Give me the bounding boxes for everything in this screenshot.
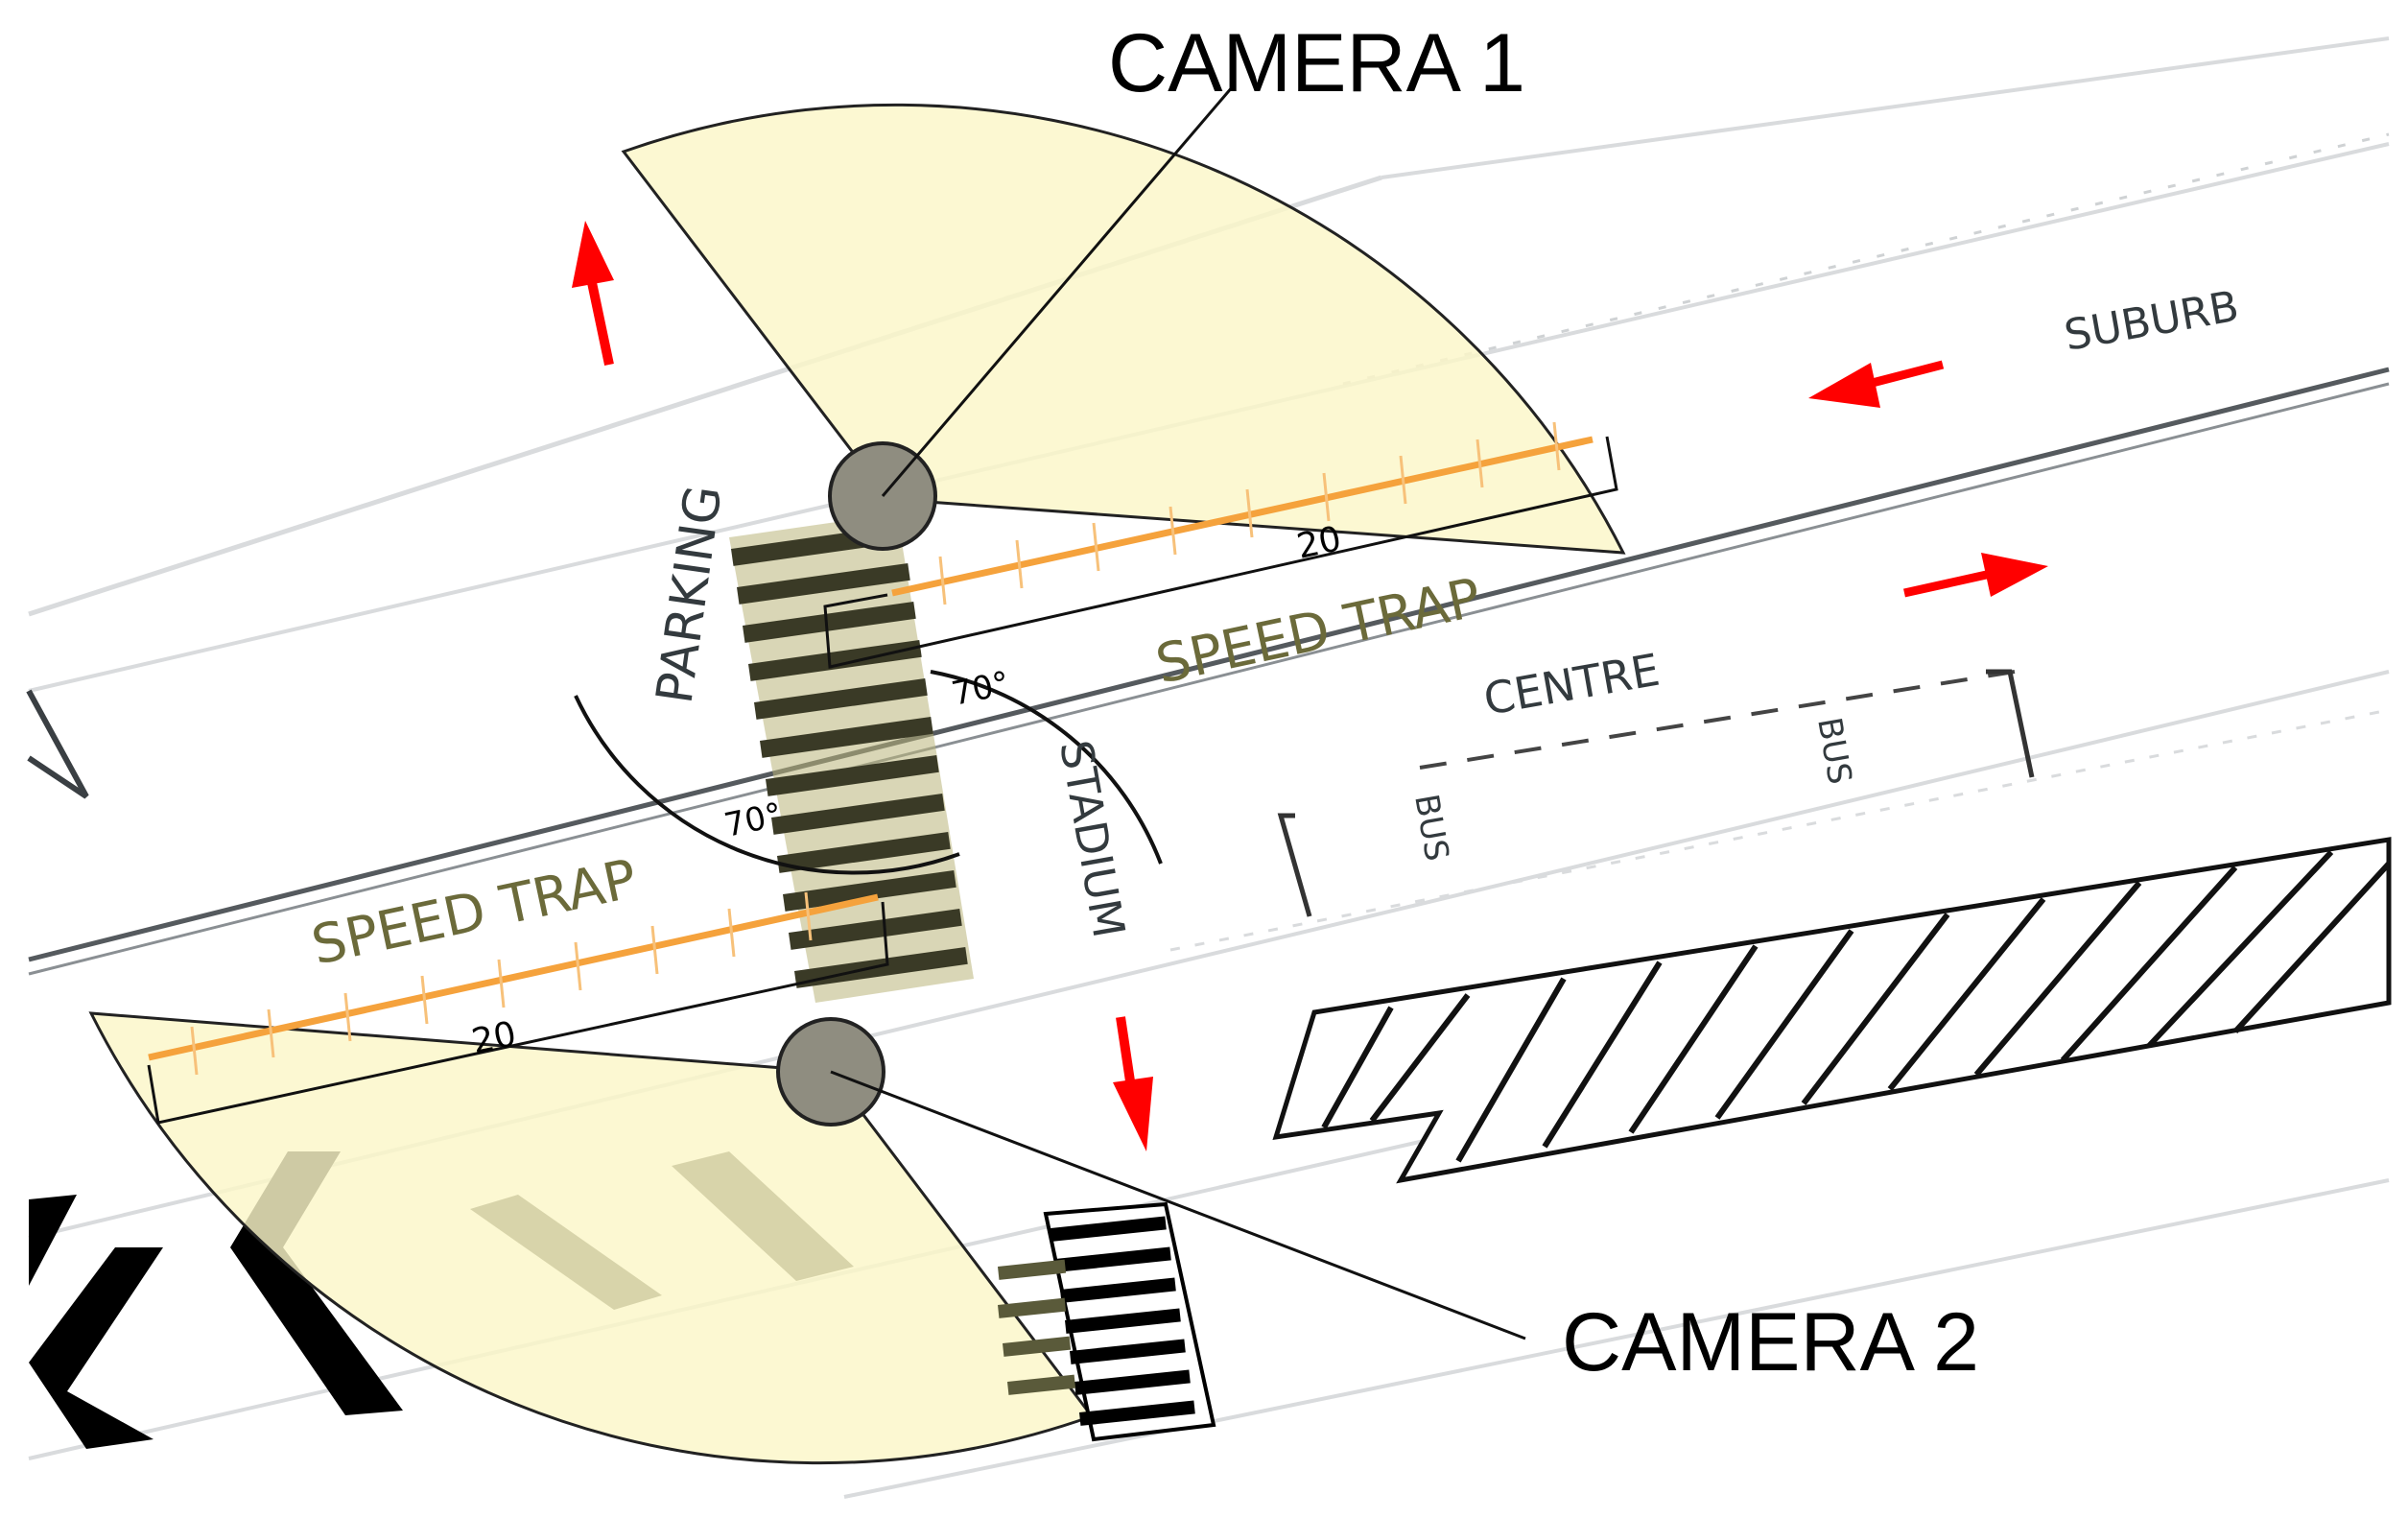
hatched-island-outline xyxy=(1272,837,2392,1184)
hatch-2 xyxy=(1369,993,1471,1123)
hatch-11 xyxy=(2146,849,2334,1049)
pedestrian-crossing-lower xyxy=(998,1201,1216,1442)
hatch-12 xyxy=(2232,861,2392,1034)
crossing-stripe-3 xyxy=(743,601,916,643)
camera-1-field-of-view xyxy=(621,103,1626,555)
hatch-9 xyxy=(1973,881,2142,1077)
speed-trap-upper-distance: 20 xyxy=(1293,519,1344,567)
lower-crossing-faded-4 xyxy=(1007,1374,1076,1395)
road-lane-dashes-lower xyxy=(1169,708,2390,952)
bus-bay-divider xyxy=(1419,670,2016,770)
arrow-up-left xyxy=(572,221,614,367)
crossing-stripe-10 xyxy=(783,869,956,912)
hatch-3 xyxy=(1455,977,1567,1163)
speed-trap-upper-tick-7 xyxy=(1399,455,1407,505)
median-line-2 xyxy=(28,382,2390,976)
camera-2-field-of-view xyxy=(88,1011,1095,1465)
speed-trap-upper-dimension xyxy=(823,436,1618,669)
crossing-stripe-8 xyxy=(771,793,945,835)
bus-bay-right-bracket xyxy=(1986,669,2035,778)
speed-trap-upper-tick-6 xyxy=(1322,472,1331,522)
lower-crossing-stripe-2 xyxy=(1055,1246,1171,1272)
hatch-10 xyxy=(2060,865,2238,1063)
lower-crossing-stripe-1 xyxy=(1051,1216,1167,1242)
speed-trap-lower-dimension xyxy=(147,901,889,1125)
road-edge-upper-2 xyxy=(1381,36,2390,179)
crossing-stripe-5 xyxy=(754,677,928,720)
speed-trap-lower-distance: 20 xyxy=(468,1014,519,1062)
hatch-1 xyxy=(1321,1006,1394,1129)
arrow-left-suburb xyxy=(1808,360,1945,408)
speed-trap-lower-tick-7 xyxy=(650,925,659,975)
camera-1 xyxy=(828,85,1235,551)
speed-trap-lower-tick-3 xyxy=(343,992,352,1042)
speed-trap-upper-tick-1 xyxy=(938,556,947,605)
arrow-down-stadium xyxy=(1113,1016,1153,1151)
camera-2 xyxy=(776,1017,1526,1340)
speed-trap-upper-line xyxy=(891,436,1594,597)
lower-crossing-faded-2 xyxy=(998,1297,1067,1318)
speed-trap-lower-tick-8 xyxy=(727,908,736,958)
direction-arrows xyxy=(572,221,2048,1151)
crossing-stripe-11 xyxy=(789,908,962,950)
crossing-stripe-12 xyxy=(794,946,968,988)
bus-bay-left-bracket xyxy=(1277,813,1312,917)
road-chevron-left xyxy=(26,689,89,799)
chevron-2 xyxy=(29,1247,163,1449)
speed-trap-lower-tick-6 xyxy=(574,941,582,991)
chevron-1 xyxy=(29,1195,77,1286)
camera-1-label: CAMERA 1 xyxy=(1108,17,1525,109)
speed-trap-upper-tick-2 xyxy=(1015,539,1024,589)
road-edge-lower-3 xyxy=(843,1178,2390,1499)
camera-1-leader-line xyxy=(881,85,1235,497)
median-line-1 xyxy=(28,367,2390,962)
road-lane-dashes-upper xyxy=(1342,132,2390,386)
lower-crossing-faded-3 xyxy=(1003,1336,1072,1357)
angle-arcs xyxy=(574,670,1163,875)
speed-trap-lower-tick-5 xyxy=(497,959,506,1008)
angle-arc-lower xyxy=(574,695,960,875)
hatch-5 xyxy=(1628,944,1759,1134)
crossing-stripe-6 xyxy=(760,716,933,758)
lower-crossing-stripe-5 xyxy=(1070,1339,1186,1364)
speed-trap-upper-tick-8 xyxy=(1475,439,1484,488)
lower-crossing-faded-1 xyxy=(998,1259,1067,1280)
lower-crossing-stripe-3 xyxy=(1060,1277,1176,1303)
arrow-right-centre xyxy=(1903,553,2048,598)
speed-trap-lower-tick-4 xyxy=(420,975,429,1025)
angle-arc-upper xyxy=(930,670,1163,865)
crossing-stripe-4 xyxy=(748,639,922,681)
speed-trap-upper-tick-3 xyxy=(1092,522,1100,572)
hatch-6 xyxy=(1714,929,1854,1120)
camera-2-label: CAMERA 2 xyxy=(1562,1296,1979,1388)
lower-crossing-stripe-7 xyxy=(1079,1400,1195,1426)
lower-crossing-stripe-6 xyxy=(1074,1369,1191,1395)
speed-trap-upper-tick-9 xyxy=(1552,421,1561,471)
camera-2-leader-line xyxy=(830,1070,1526,1340)
hatch-7 xyxy=(1801,913,1950,1105)
speed-trap-lower-tick-9 xyxy=(804,891,813,941)
lower-crossing-stripe-4 xyxy=(1065,1308,1181,1334)
hatch-4 xyxy=(1542,961,1663,1149)
speed-trap-upper-tick-4 xyxy=(1169,506,1177,556)
speed-trap-upper-tick-5 xyxy=(1245,488,1254,538)
crossing-stripe-9 xyxy=(777,831,951,873)
crossing-stripe-7 xyxy=(766,754,939,796)
speed-trap-lower-tick-1 xyxy=(190,1026,199,1076)
fields-of-view xyxy=(88,103,1626,1465)
speed-trap-lower-tick-2 xyxy=(267,1008,275,1058)
crossing-stripe-2 xyxy=(737,562,910,605)
hatched-island xyxy=(1272,837,2392,1184)
hatch-8 xyxy=(1887,897,2046,1091)
